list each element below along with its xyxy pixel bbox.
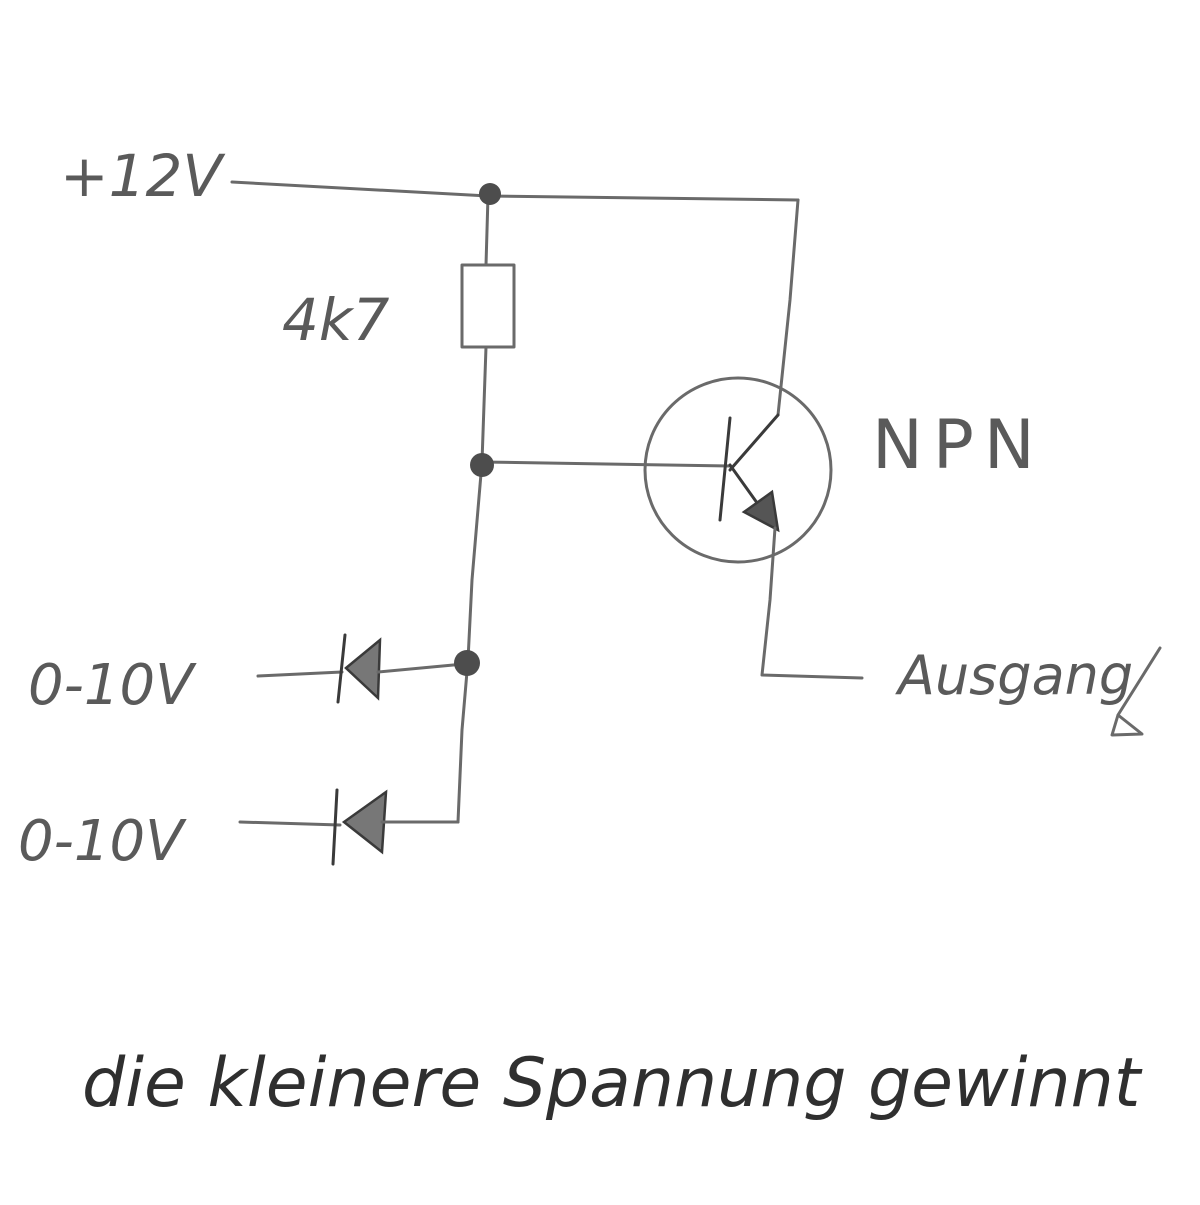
diode-b-bar — [331, 788, 339, 866]
base-wire — [480, 460, 732, 468]
output-label: Ausgang — [895, 644, 1133, 707]
diode-a-triangle-icon — [344, 637, 382, 701]
input-b-label: 0-10V — [18, 809, 187, 874]
resistor-label: 4k7 — [282, 286, 389, 354]
diode-bus-wire — [456, 460, 484, 824]
diode-junction-dot — [454, 650, 480, 676]
input-a-wire-left — [256, 670, 344, 678]
resistor-4k7 — [460, 263, 516, 349]
supply-label: +12V — [60, 142, 226, 210]
ground-icon — [1110, 646, 1162, 737]
output-wire — [760, 526, 864, 680]
transistor-base-bar — [718, 416, 732, 522]
resistor-bottom-wire — [480, 345, 488, 464]
collector-wire — [776, 198, 800, 417]
caption-text: die kleinere Spannung gewinnt — [82, 1044, 1143, 1123]
input-b-wire-left — [238, 820, 342, 827]
transistor-label: NPN — [872, 406, 1045, 485]
input-a-wire-right — [376, 662, 466, 674]
diode-a-bar — [336, 633, 347, 704]
supply-rail-wire — [230, 180, 800, 202]
npn-transistor-body — [643, 376, 833, 564]
base-junction-dot — [470, 453, 494, 477]
input-a-label: 0-10V — [28, 653, 197, 718]
resistor-top-wire — [484, 194, 490, 267]
emitter-arrow-icon — [741, 489, 780, 533]
supply-junction-dot — [479, 183, 501, 205]
diode-b-triangle-icon — [341, 789, 388, 855]
transistor-collector-lead — [728, 413, 780, 472]
